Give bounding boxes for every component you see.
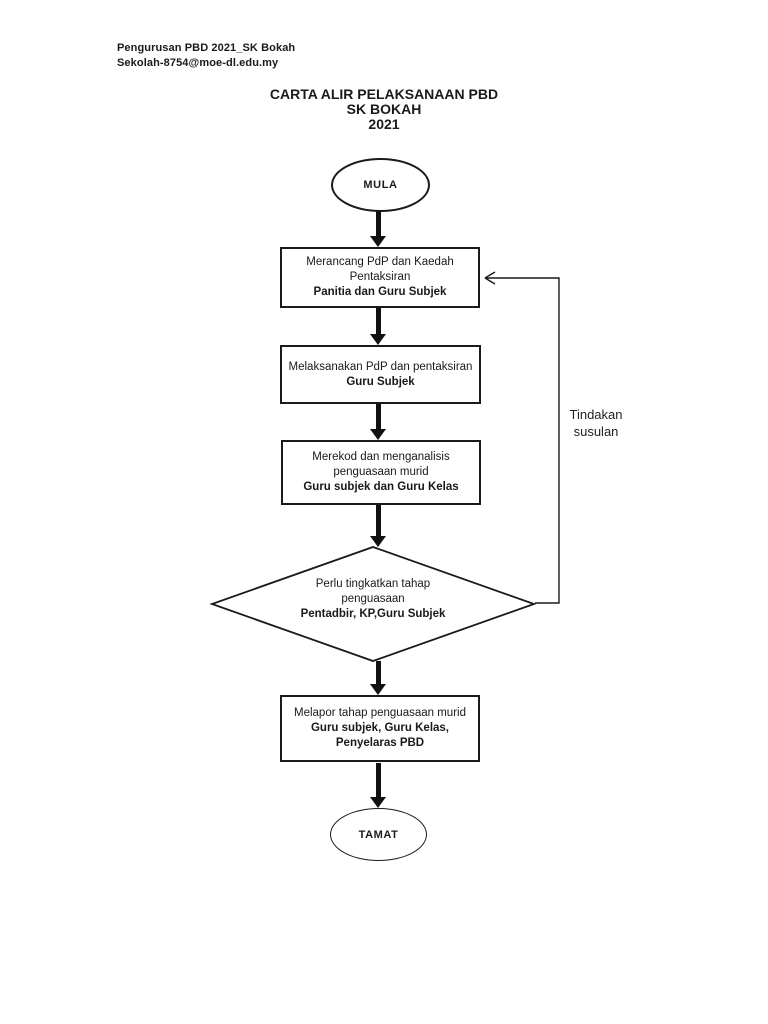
doc-header-line1: Pengurusan PBD 2021_SK Bokah xyxy=(117,42,296,54)
down-arrow-connector-4 xyxy=(370,505,386,547)
process-role-line: Guru subjek dan Guru Kelas xyxy=(303,481,459,493)
start-label: MULA xyxy=(363,179,398,191)
feedback-label-line1: Tindakan xyxy=(569,407,623,422)
arrow-stem xyxy=(375,505,381,536)
down-arrow-connector-6 xyxy=(370,763,386,808)
arrow-down-icon xyxy=(370,536,386,547)
arrow-down-icon xyxy=(370,334,386,345)
decision-diamond-text: Perlu tingkatkan tahap penguasaan Pentad… xyxy=(263,577,483,622)
document-header: Pengurusan PBD 2021_SK Bokah Sekolah-875… xyxy=(117,41,295,71)
process-desc-line: Merekod dan menganalisis xyxy=(312,451,450,463)
arrow-stem xyxy=(375,404,381,429)
down-arrow-connector-3 xyxy=(370,404,386,440)
decision-role-line: Pentadbir, KP,Guru Subjek xyxy=(300,608,446,620)
decision-desc-line: Perlu tingkatkan tahap xyxy=(315,578,431,590)
down-arrow-connector-2 xyxy=(370,308,386,345)
title-line2: SK BOKAH xyxy=(346,101,422,117)
process-role-line: Panitia dan Guru Subjek xyxy=(313,286,447,298)
arrow-down-icon xyxy=(370,684,386,695)
chart-title: CARTA ALIR PELAKSANAAN PBD SK BOKAH 2021 xyxy=(0,87,768,132)
feedback-loop-connector xyxy=(484,271,560,604)
process-role-line: Guru Subjek xyxy=(346,375,415,388)
process-desc-line: penguasaan murid xyxy=(333,466,429,478)
arrow-stem xyxy=(375,308,381,334)
decision-diamond-shape xyxy=(209,546,537,662)
process-desc-line: Merancang PdP dan Kaedah xyxy=(306,256,454,268)
process-desc-line: Melapor tahap penguasaan murid xyxy=(294,707,466,719)
process-desc-line: Melaksanakan PdP dan pentaksiran xyxy=(288,360,473,373)
arrow-stem xyxy=(375,763,381,797)
arrow-down-icon xyxy=(370,797,386,808)
title-line1: CARTA ALIR PELAKSANAAN PBD xyxy=(269,86,499,102)
process-role-line: Guru subjek, Guru Kelas, xyxy=(310,722,450,734)
process-desc-line: Pentaksiran xyxy=(349,271,411,283)
end-label: TAMAT xyxy=(358,828,399,841)
feedback-label-line2: susulan xyxy=(573,424,619,439)
down-arrow-connector-1 xyxy=(370,211,386,247)
decision-desc-line: penguasaan xyxy=(341,593,405,605)
arrow-stem xyxy=(375,211,381,236)
process-box-melaksanakan-pdp: Melaksanakan PdP dan pentaksiran Guru Su… xyxy=(280,345,481,404)
down-arrow-connector-5 xyxy=(370,661,386,695)
process-box-merancang-pdp: Merancang PdP dan Kaedah Pentaksiran Pan… xyxy=(280,247,480,308)
arrow-stem xyxy=(375,661,381,684)
process-role-line: Penyelaras PBD xyxy=(335,737,425,749)
arrow-down-icon xyxy=(370,236,386,247)
end-terminator: TAMAT xyxy=(330,808,427,861)
process-box-melapor-tahap: Melapor tahap penguasaan murid Guru subj… xyxy=(280,695,480,762)
arrow-down-icon xyxy=(370,429,386,440)
process-box-merekod-menganalisis: Merekod dan menganalisis penguasaan muri… xyxy=(281,440,481,505)
feedback-label: Tindakan susulan xyxy=(557,406,635,440)
title-line3: 2021 xyxy=(368,116,400,132)
start-terminator: MULA xyxy=(331,158,430,212)
doc-header-line2: Sekolah-8754@moe-dl.edu.my xyxy=(117,57,279,69)
